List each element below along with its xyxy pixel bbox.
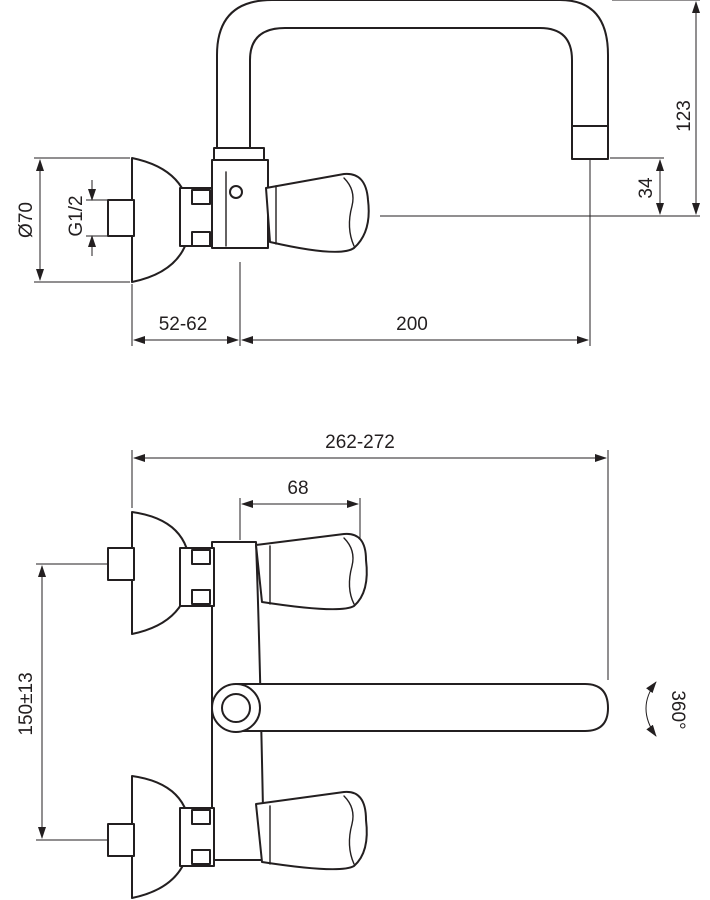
- valve-body-side: [211, 159, 269, 249]
- dimension-labels: 123 34 Ø70 G1/2 52-62 200 262-272 68 150…: [16, 100, 695, 735]
- dim-label-height-outlet: 34: [636, 177, 657, 199]
- front-view: [107, 511, 609, 899]
- dim-label-diameter-rosette: Ø70: [16, 202, 37, 238]
- handle-top-front: [255, 532, 368, 611]
- dim-label-offset: 52-62: [159, 314, 208, 335]
- dim-label-thread: G1/2: [66, 195, 87, 236]
- valve-screw: [229, 185, 243, 199]
- dim-label-swivel: 360°: [667, 690, 688, 729]
- dimension-lines: [34, 0, 700, 841]
- handle-bottom-front: [255, 790, 368, 871]
- handle-side: [265, 172, 370, 253]
- dim-label-height-total: 123: [674, 100, 695, 132]
- dim-label-total-length: 262-272: [325, 432, 395, 453]
- spout-tube-side: [216, 0, 609, 156]
- spout-front: [235, 683, 609, 732]
- spout-outlet: [571, 125, 609, 160]
- spout-base-ring: [213, 147, 265, 161]
- dim-label-handle-offset: 68: [287, 478, 308, 499]
- connector-nut-top: [191, 189, 211, 205]
- swivel-arrow-icon: [645, 681, 657, 737]
- side-view: [107, 0, 609, 283]
- wall-thread: [107, 199, 135, 237]
- dim-label-spout-reach: 200: [396, 314, 428, 335]
- connector-nut-bottom: [191, 231, 211, 247]
- dim-label-center-distance: 150±13: [16, 672, 37, 735]
- thread-top-front: [107, 547, 135, 581]
- thread-bottom-front: [107, 823, 135, 857]
